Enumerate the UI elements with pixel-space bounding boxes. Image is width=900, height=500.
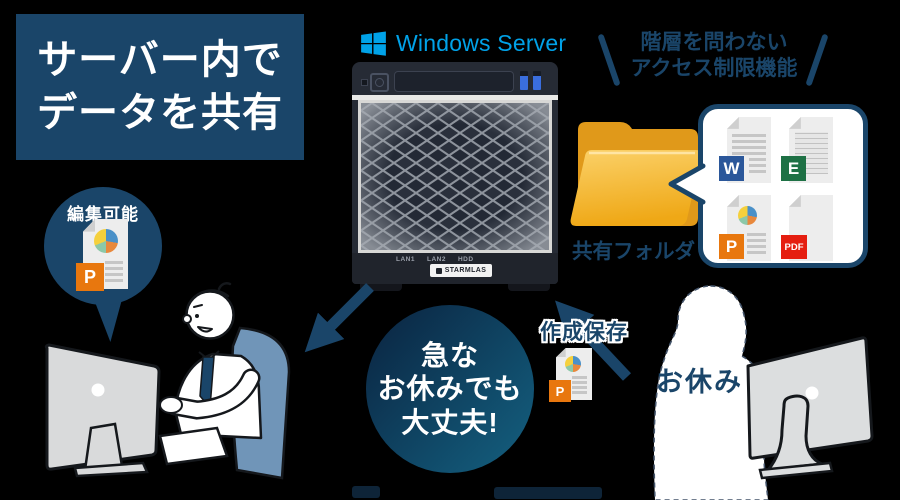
badge-line-1: 急な <box>420 340 479 372</box>
monitor-base-left <box>73 461 149 478</box>
feature-line-1: 階層を問わない <box>640 31 788 54</box>
save-label: 作成保存 <box>540 321 628 344</box>
lan2-label: LAN2 <box>426 256 446 263</box>
man-ear <box>182 314 192 324</box>
man-eye <box>195 314 199 318</box>
pdf-doc-icon: PDF <box>781 195 833 261</box>
server-port-labels: LAN1 LAN2 HDD <box>396 256 474 263</box>
shadow-shape <box>352 486 380 498</box>
mesh-pattern <box>361 103 549 250</box>
monitor-logo-dot <box>805 386 819 400</box>
windows-server-logo: Windows Server <box>360 30 566 57</box>
doc-fold <box>83 219 96 232</box>
badge-line-3: 大丈夫! <box>401 406 499 438</box>
shadow-shape <box>494 487 602 499</box>
powerpoint-badge: P <box>719 234 744 259</box>
server-bottom-panel: LAN1 LAN2 HDD STARMLAS <box>352 253 558 284</box>
man-hands <box>159 396 183 414</box>
server-foot <box>360 284 402 291</box>
folder-icon <box>570 122 702 226</box>
usb-port-icon <box>533 71 541 90</box>
shared-folder-label: 共有フォルダ <box>572 240 695 263</box>
man-arm <box>168 371 258 418</box>
powerpoint-badge: P <box>549 380 571 402</box>
windows-server-label: Windows Server <box>396 30 567 56</box>
brand-logo-icon <box>435 267 442 274</box>
doc-fold <box>727 117 739 129</box>
feature-callout: 階層を問わない アクセス制限機能 <box>612 30 816 82</box>
man-at-desk-illustration <box>44 281 291 480</box>
pdf-badge: PDF <box>781 235 807 259</box>
doc-fold <box>556 348 566 358</box>
monitor-back-left <box>44 343 161 471</box>
keyboard-icon <box>158 426 229 466</box>
word-doc-icon: W <box>719 117 771 183</box>
excel-doc-icon: E <box>781 117 833 183</box>
doc-fold <box>727 195 739 207</box>
hdd-label: HDD <box>457 256 474 263</box>
feature-line-2: アクセス制限機能 <box>630 57 798 81</box>
word-badge: W <box>719 156 744 181</box>
server-led <box>361 79 368 86</box>
server-bezel <box>352 95 558 100</box>
excel-badge: E <box>781 156 806 181</box>
usb-port-icon <box>520 71 528 90</box>
server-illustration: LAN1 LAN2 HDD STARMLAS <box>352 62 558 284</box>
doc-fold <box>789 195 801 207</box>
man-hair <box>186 281 232 308</box>
powerpoint-badge: P <box>76 263 104 291</box>
server-foot <box>508 284 550 291</box>
man-smile <box>197 326 213 333</box>
brand-label: STARMLAS <box>444 267 487 274</box>
title-line-1: サーバー内で <box>37 38 283 83</box>
monitor-base-right <box>758 461 834 480</box>
power-button-icon <box>370 73 389 92</box>
documents-bubble: W E P PDF <box>698 104 868 268</box>
server-mesh-grille <box>358 100 552 253</box>
monitor-stand-left <box>83 422 124 472</box>
powerpoint-doc-icon: P <box>549 348 592 402</box>
reassurance-badge: 急な お休みでも 大丈夫! <box>366 305 534 473</box>
powerpoint-doc-icon: P <box>76 219 128 291</box>
windows-flag-icon <box>361 31 386 56</box>
title-line-2: データを共有 <box>37 91 283 135</box>
badge-line-2: お休みでも <box>377 373 523 405</box>
server-drive-slot <box>394 71 514 92</box>
away-person-scene <box>653 285 874 500</box>
monitor-logo-dot <box>91 383 105 397</box>
title-box: サーバー内で データを共有 <box>16 14 304 160</box>
server-brand-badge: STARMLAS <box>430 264 492 277</box>
doc-fold <box>789 117 801 129</box>
man-eyebrow <box>193 304 203 308</box>
edit-bubble: 編集可能 P <box>44 187 162 305</box>
away-label: お休み <box>656 367 743 397</box>
lan1-label: LAN1 <box>396 256 415 263</box>
powerpoint-doc-icon: P <box>719 195 771 261</box>
